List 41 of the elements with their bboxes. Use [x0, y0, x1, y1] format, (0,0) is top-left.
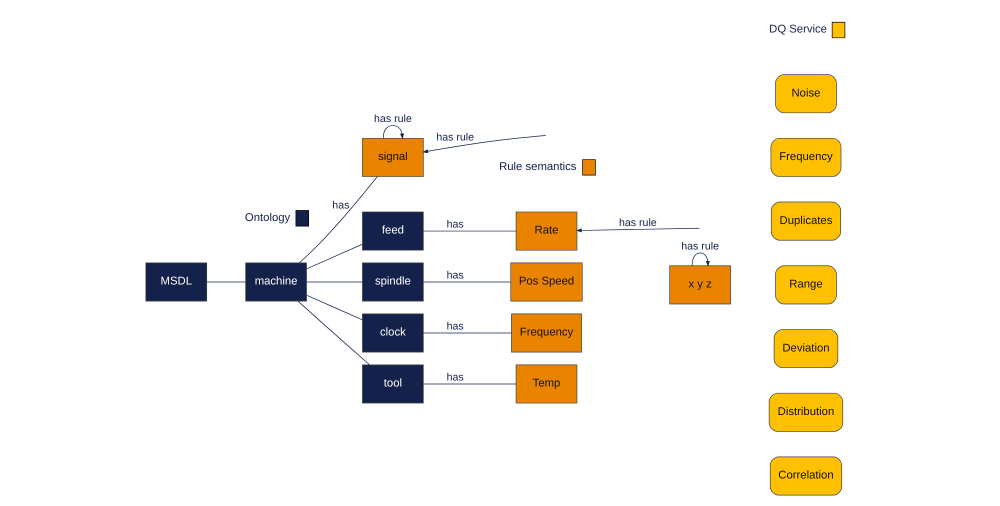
- edge-label: has rule: [436, 131, 474, 144]
- connector: [306, 294, 362, 320]
- connector: [422, 332, 512, 334]
- edge-label: has rule: [618, 217, 656, 230]
- node-box: machine: [244, 262, 306, 302]
- node-box: Range: [774, 265, 836, 304]
- node-box: Temp: [515, 364, 577, 404]
- connector: [306, 244, 362, 270]
- node-box: Pos Speed: [510, 262, 582, 302]
- legend-label: Rule semantics: [498, 161, 576, 174]
- arrow: [422, 135, 546, 154]
- edge-label: has: [446, 320, 464, 332]
- connector: [297, 300, 370, 366]
- edge-label: has: [446, 269, 464, 282]
- arrow: [382, 125, 404, 140]
- node-box: Distribution: [768, 392, 843, 432]
- node-box: MSDL: [144, 262, 207, 302]
- node-box: clock: [362, 314, 424, 352]
- connector: [298, 176, 378, 264]
- node-box: Correlation: [769, 456, 842, 496]
- edge-label: has rule: [374, 113, 412, 126]
- node-box: Frequency: [510, 314, 582, 352]
- node-box: tool: [362, 364, 424, 404]
- node-box: Duplicates: [770, 202, 840, 241]
- edge-label: has: [332, 199, 349, 212]
- node-box: Frequency: [770, 138, 841, 177]
- arrow: [691, 252, 710, 267]
- node-box: Noise: [774, 74, 836, 114]
- node-box: Deviation: [773, 329, 838, 368]
- connector: [422, 230, 516, 232]
- legend-label: DQ Service: [768, 24, 826, 36]
- node-box: spindle: [362, 262, 424, 302]
- legend-label: Ontology: [244, 212, 290, 224]
- arrow: [576, 228, 700, 232]
- edge-label: has: [446, 218, 464, 231]
- node-box: Rate: [515, 212, 577, 251]
- node-box: x y z: [668, 265, 730, 304]
- node-box: signal: [362, 138, 424, 177]
- edge-label: has: [446, 371, 464, 384]
- node-box: feed: [362, 212, 424, 251]
- edge-label: has rule: [680, 240, 719, 252]
